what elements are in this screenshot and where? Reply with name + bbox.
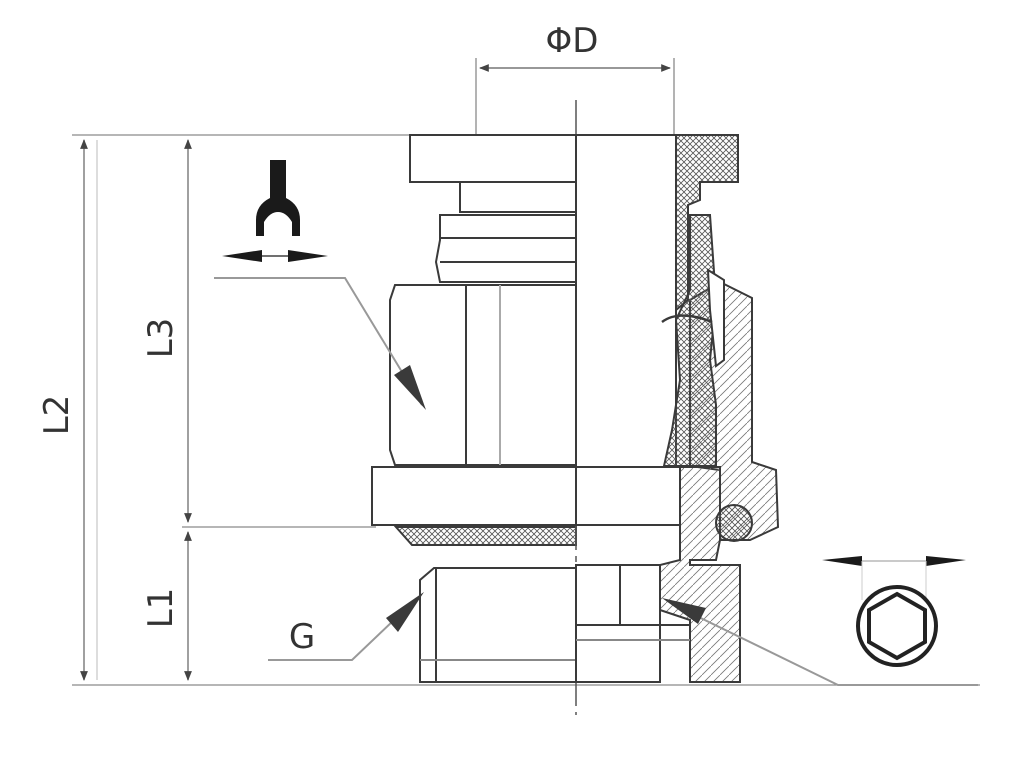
wrench-spanner-icon bbox=[222, 160, 328, 262]
leader-wrench-arrow bbox=[394, 365, 426, 410]
clamp-finger bbox=[706, 268, 725, 368]
label-phi-d: ΦD bbox=[546, 21, 599, 61]
leader-hex-arrow bbox=[662, 598, 706, 624]
o-ring bbox=[715, 504, 753, 542]
cap-neck bbox=[459, 181, 577, 213]
dome-nut-top bbox=[434, 214, 577, 283]
label-g: G bbox=[289, 617, 315, 657]
seal-cap bbox=[409, 134, 577, 183]
seal-ring bbox=[393, 526, 577, 546]
label-l1: L1 bbox=[141, 588, 181, 629]
hexagon-across-flats-icon bbox=[822, 556, 966, 667]
leader-wrench bbox=[214, 277, 423, 406]
gland-exterior bbox=[371, 134, 577, 683]
leader-g-arrow bbox=[386, 592, 424, 632]
thread-stub bbox=[419, 567, 577, 683]
cap-section bbox=[675, 134, 739, 313]
gland-section bbox=[575, 134, 780, 683]
dimension-l2 bbox=[80, 139, 98, 681]
hex-nut bbox=[389, 284, 577, 466]
leader-hex bbox=[671, 603, 978, 686]
label-l2: L2 bbox=[37, 395, 77, 436]
body-section bbox=[575, 466, 681, 526]
label-l3: L3 bbox=[141, 318, 181, 359]
body-flange bbox=[371, 466, 577, 526]
